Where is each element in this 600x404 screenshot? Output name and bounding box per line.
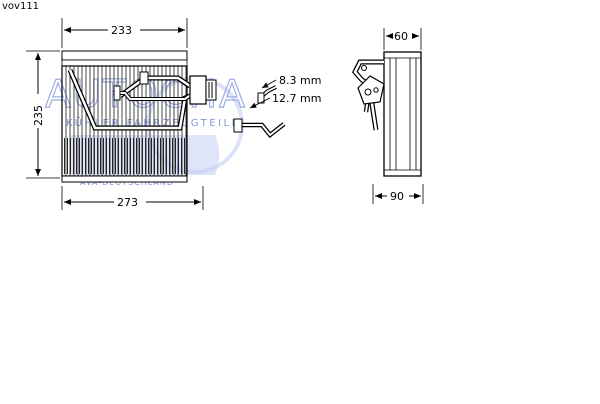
side-view	[352, 51, 422, 177]
dim-bottom-width-label: 273	[117, 196, 138, 209]
dim-height-label: 235	[32, 105, 45, 126]
dimension-top-width: 233	[61, 18, 188, 48]
dim-top-width-label: 233	[111, 24, 132, 37]
dimension-side-bottom: 90	[372, 184, 424, 204]
dim-pipe-large-label: 12.7 mm	[272, 92, 321, 105]
dimension-pipe-sizes: 8.3 mm 12.7 mm	[249, 74, 321, 109]
part-code: vov111	[2, 1, 40, 12]
front-view	[61, 50, 286, 183]
dimension-bottom-width: 273	[61, 186, 204, 210]
dim-pipe-small-label: 8.3 mm	[279, 74, 321, 87]
dim-side-bottom-label: 90	[390, 190, 404, 203]
dimension-height: 235	[26, 50, 60, 179]
dimension-side-top: 60	[383, 28, 422, 50]
dim-side-top-label: 60	[394, 30, 408, 43]
